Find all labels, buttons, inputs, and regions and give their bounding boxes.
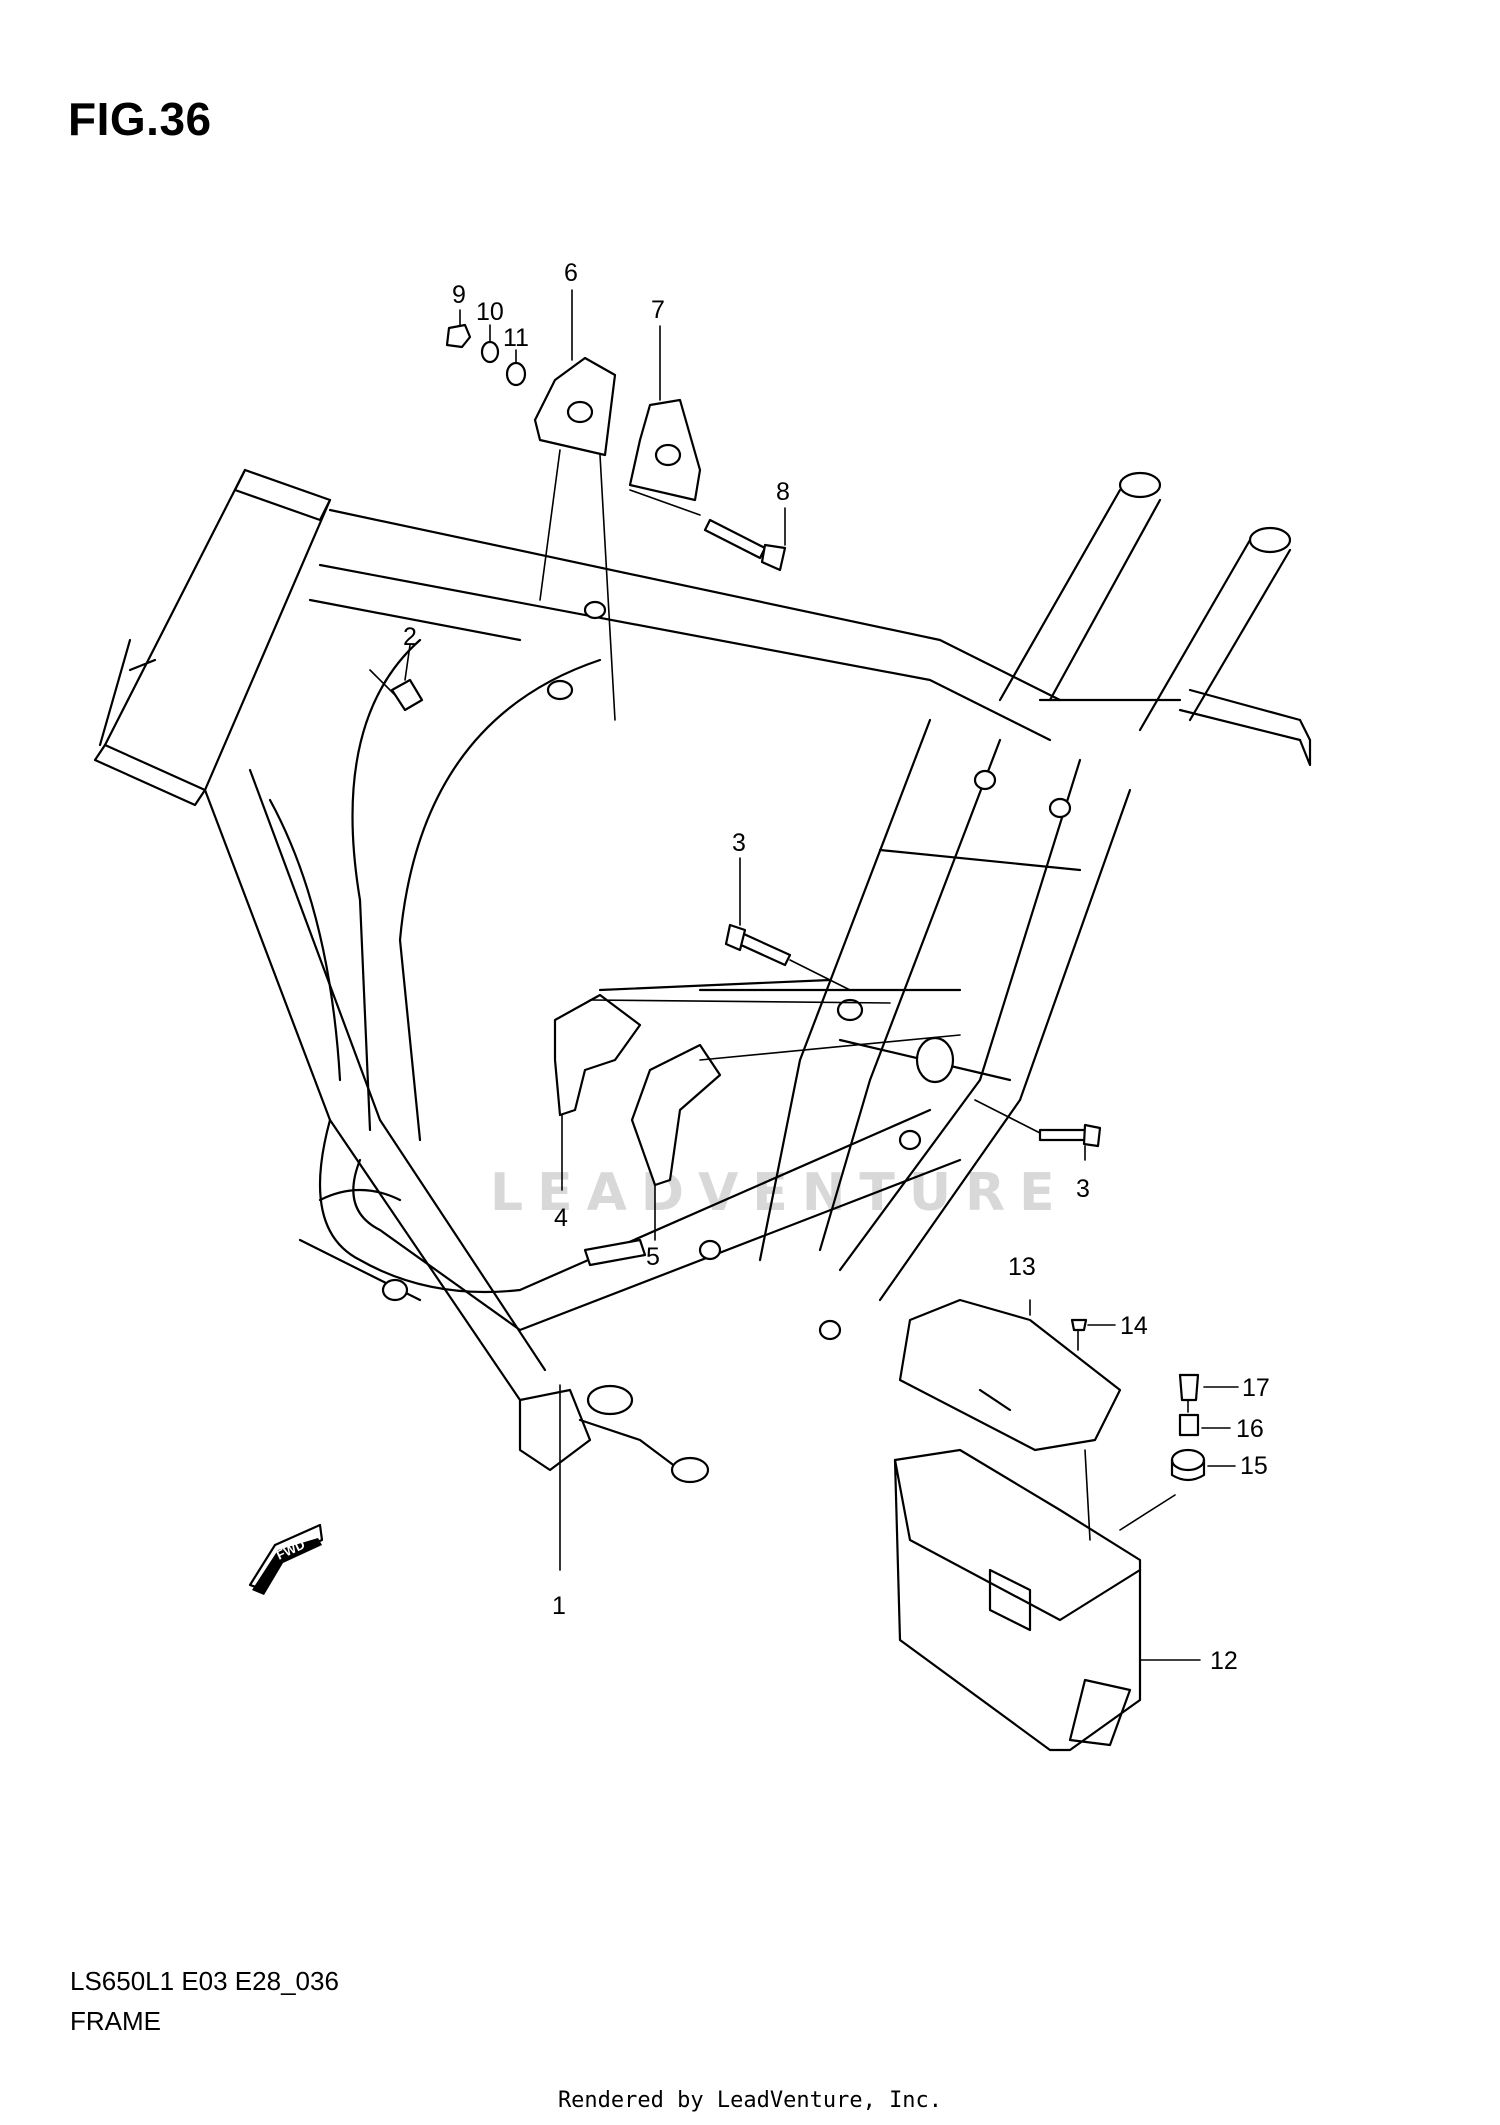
bracket-icon	[630, 1043, 722, 1187]
callout-1: 1	[552, 1592, 566, 1620]
callout-3: 3	[732, 829, 746, 857]
pin-icon	[390, 678, 424, 712]
callout-17: 17	[1242, 1374, 1270, 1402]
callout-labels: 1 2 3 3 4 5 6 7 8 9 10 11 12 13 14 15 16…	[403, 259, 1270, 1675]
collar-icon	[1178, 1413, 1200, 1437]
grommet-icon	[1170, 1448, 1206, 1472]
callout-14: 14	[1120, 1312, 1148, 1340]
nut-icon	[445, 323, 472, 349]
upper-mount-parts	[369, 289, 1102, 1267]
screw-icon	[1070, 1318, 1088, 1332]
rendered-by-credit: Rendered by LeadVenture, Inc.	[557, 2088, 943, 2113]
fwd-arrow-icon: FWD	[248, 1523, 324, 1595]
watermark-text: LEADVENTURE	[490, 1163, 1069, 1223]
callout-11: 11	[503, 324, 529, 352]
callout-10: 10	[476, 298, 504, 326]
washer-icon	[480, 340, 500, 364]
callout-8: 8	[776, 478, 790, 506]
callout-7: 7	[651, 296, 665, 324]
bracket-icon	[553, 993, 642, 1117]
callout-9: 9	[452, 281, 466, 309]
model-code: LS650L1 E03 E28_036	[70, 1966, 339, 1996]
callout-13: 13	[1008, 1253, 1036, 1281]
callout-16: 16	[1236, 1415, 1264, 1443]
figure-title: FIG.36	[68, 93, 212, 145]
battery-box-parts	[893, 1298, 1239, 1752]
washer-icon	[505, 361, 527, 387]
figure-name: FRAME	[70, 2006, 161, 2036]
callout-12: 12	[1210, 1647, 1238, 1675]
battery-cover-icon	[898, 1298, 1122, 1452]
callout-4: 4	[554, 1204, 568, 1232]
battery-box-icon	[893, 1448, 1142, 1752]
bolt-icon	[1178, 1373, 1200, 1402]
bolt-icon	[1038, 1128, 1092, 1142]
callout-2: 2	[403, 623, 417, 651]
callout-5: 5	[646, 1243, 660, 1271]
callout-15: 15	[1240, 1452, 1268, 1480]
frame-drawing	[93, 468, 1312, 1484]
callout-6: 6	[564, 259, 578, 287]
bolt-icon	[703, 518, 767, 560]
callout-3b: 3	[1076, 1175, 1090, 1203]
